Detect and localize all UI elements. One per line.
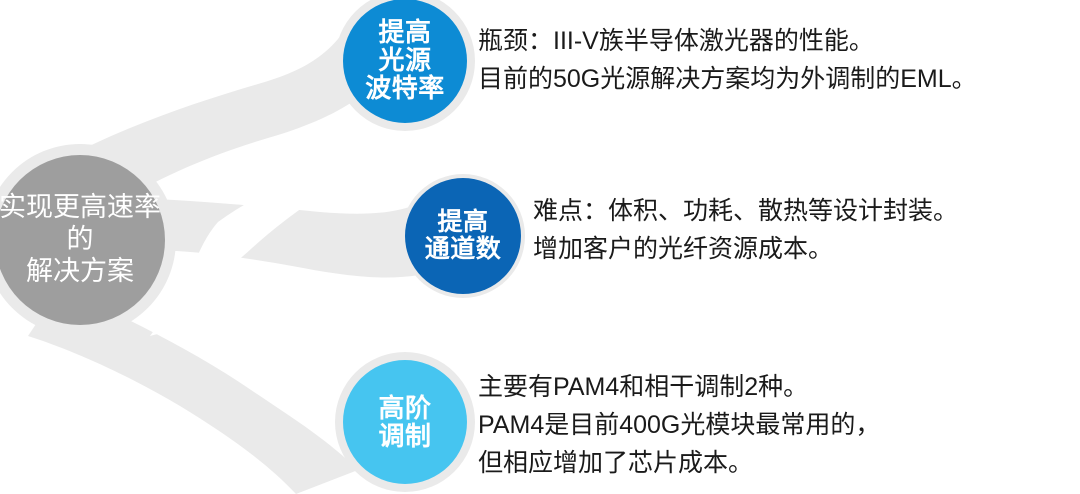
root-circle[interactable]: [0, 155, 165, 325]
root-node-label: 实现更高速率 的 解决方案: [0, 155, 182, 325]
branch-separator-lower: [150, 284, 392, 336]
branch-1-text-line-1: 瓶颈：III-V族半导体激光器的性能。: [478, 27, 874, 55]
root-label-line-1: 实现更高速率: [0, 192, 161, 223]
branch-connector-3: [28, 288, 358, 494]
node-circle-3[interactable]: [343, 360, 467, 484]
branch-text-1: 瓶颈：III-V族半导体激光器的性能。 目前的50G光源解决方案均为外调制的EM…: [478, 22, 977, 98]
root-label-line-3: 解决方案: [26, 255, 134, 286]
root-label-line-2: 的: [66, 224, 94, 255]
branch-2-text-line-2: 增加客户的光纤资源成本。: [533, 235, 834, 263]
branch-separator-upper: [184, 150, 396, 292]
branch-2-text-line-1: 难点：体积、功耗、散热等设计封装。: [533, 197, 959, 225]
branch-text-3: 主要有PAM4和相干调制2种。 PAM4是目前400G光模块最常用的， 但相应增…: [478, 368, 880, 482]
branch-connector-1: [52, 18, 420, 218]
branch-connectors: [28, 18, 452, 494]
branch-1-text-line-2: 目前的50G光源解决方案均为外调制的EML。: [478, 65, 977, 93]
branch-connector-2: [82, 196, 452, 278]
branch-text-2: 难点：体积、功耗、散热等设计封装。 增加客户的光纤资源成本。: [533, 192, 958, 268]
branch-3-text-line-3: 但相应增加了芯片成本。: [478, 449, 754, 477]
branch-separators: [150, 150, 396, 336]
node-circle-2[interactable]: [405, 178, 521, 294]
branch-3-text-line-1: 主要有PAM4和相干调制2种。: [478, 373, 809, 401]
node-circle-1[interactable]: [343, 0, 467, 123]
branch-3-text-line-2: PAM4是目前400G光模块最常用的，: [478, 411, 881, 439]
